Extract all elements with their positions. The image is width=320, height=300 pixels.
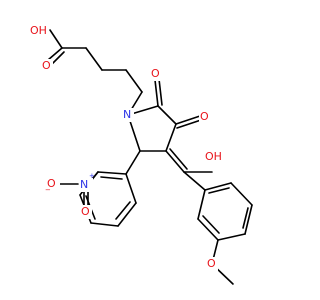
label-bg-carboxylic-oh xyxy=(29,24,49,38)
bond-c2-aryl xyxy=(125,150,141,175)
bond-c5-oxo xyxy=(154,79,159,107)
bond-ar2-inner-2 xyxy=(242,207,249,229)
bond-ar1-inner-3 xyxy=(100,176,123,180)
label-bg-enol-oh xyxy=(204,150,224,164)
bond-c3-exocyclic-double xyxy=(169,148,188,170)
pyrrolidine-ring xyxy=(127,78,213,191)
nitro-oxygen-bottom-label: O xyxy=(81,205,90,218)
carbonyl-oxygen-2-label: O xyxy=(200,110,209,123)
bond-c3-exocyclic xyxy=(165,150,185,173)
label-bg-carboxylic-o xyxy=(41,59,53,73)
ring-nitrogen-label: N xyxy=(123,108,131,121)
bond-c4-c3 xyxy=(165,123,177,152)
bond-acid-carbon-oxo-double xyxy=(51,51,65,65)
bond-ar1-3 xyxy=(90,222,119,227)
label-bg-nitro-o-bottom xyxy=(80,205,92,219)
bond-ar2-4 xyxy=(244,204,253,235)
bond-ar2-5 xyxy=(230,182,253,206)
bond-ar1-6 xyxy=(97,171,127,175)
bond-ar2-2 xyxy=(197,218,219,241)
label-bg-methoxy-o xyxy=(206,257,218,271)
carboxylic-hydroxyl-label: OH xyxy=(30,24,47,37)
nitrophenyl-ring xyxy=(57,150,141,227)
label-bg-ring-n xyxy=(122,108,134,122)
chemical-structure-diagram: OH O N O O OH N + O − O O xyxy=(29,24,253,285)
nitro-oxygen-left-charge: − xyxy=(45,186,51,194)
bond-c4-oxo-double xyxy=(176,119,202,129)
nitro-nitrogen-charge: + xyxy=(89,172,95,180)
label-bg-carbonyl-o2 xyxy=(199,110,211,124)
bond-c4-oxo xyxy=(175,115,201,125)
bond-exocyclic-aryl xyxy=(183,171,206,191)
bond-acid-carbon-hydroxyl xyxy=(49,29,63,49)
label-bg-nitro-n xyxy=(79,178,93,192)
bond-ar1-2 xyxy=(117,202,137,227)
nitro-nitrogen-label: N xyxy=(80,178,88,191)
bond-ar2-inner-3 xyxy=(208,187,230,194)
carbonyl-oxygen-1-label: O xyxy=(151,67,160,80)
bond-ar2-3 xyxy=(217,233,246,241)
bond-chain-2 xyxy=(85,47,103,71)
methoxy-oxygen-label: O xyxy=(207,257,216,270)
bond-ar2-inner-1 xyxy=(202,215,220,234)
methoxyphenyl-ring xyxy=(197,182,253,285)
bond-chain-4 xyxy=(125,69,143,93)
bond-c5-oxo-double xyxy=(158,78,163,106)
bond-ar1-inner-1 xyxy=(115,201,131,220)
atom-labels: OH O N O O OH N + O − O O xyxy=(29,24,224,271)
label-bg-nitro-o-left xyxy=(46,177,60,191)
label-bg-carbonyl-o1 xyxy=(150,67,162,81)
hexanoic-acid-chain xyxy=(47,29,143,116)
bond-acid-carbon-oxo xyxy=(47,47,63,61)
bond-ar2-1 xyxy=(197,189,206,220)
enol-hydroxyl-label: OH xyxy=(205,150,222,163)
carboxylic-oxygen-label: O xyxy=(42,59,51,72)
bond-c5-c4 xyxy=(157,105,177,125)
nitro-oxygen-left-label: O xyxy=(47,177,56,190)
bond-ar1-1 xyxy=(125,173,137,204)
bond-ar2-6 xyxy=(204,182,232,191)
